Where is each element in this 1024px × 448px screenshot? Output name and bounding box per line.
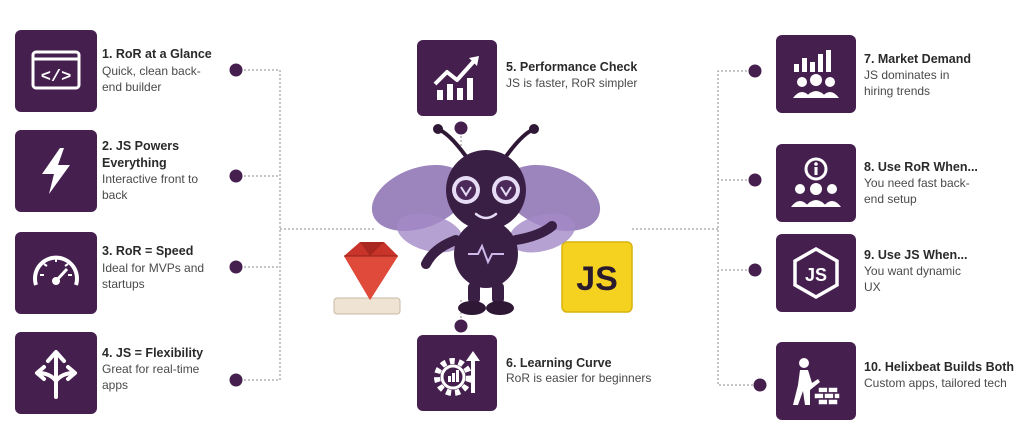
item-6-icon-box (417, 335, 497, 411)
svg-text:</>: </> (41, 68, 72, 87)
item-3-dot (229, 260, 243, 274)
market-people-icon (793, 50, 839, 98)
item-5-desc: JS is faster, RoR simpler (506, 76, 638, 90)
item-8-desc: You need fast back-end setup (864, 176, 970, 206)
item-7-icon-box (776, 35, 856, 113)
gear-arrow-icon (434, 351, 480, 396)
item-3-icon-box (15, 232, 97, 314)
item-7-title: 7. Market Demand (864, 52, 971, 66)
item-8-icon-box (776, 144, 856, 222)
connector-right-bracket (717, 70, 760, 386)
item-5-title: 5. Performance Check (506, 60, 638, 74)
item-10-icon-box (776, 342, 856, 420)
item-3-title: 3. RoR = Speed (102, 244, 194, 258)
item-6-title: 6. Learning Curve (506, 356, 612, 370)
item-1-icon-box: </> (15, 30, 97, 112)
item-4-dot (229, 373, 243, 387)
bee-mascot-illustration: JS (333, 124, 633, 315)
ruby-gem-icon (333, 242, 401, 315)
item-5-dot (454, 121, 468, 135)
item-1-dot (229, 63, 243, 77)
item-1-desc: Quick, clean back-end builder (102, 64, 201, 94)
growth-chart-icon (433, 56, 479, 100)
builder-bricks-icon (793, 358, 841, 406)
item-6-desc: RoR is easier for beginners (506, 371, 652, 385)
item-9-desc: You want dynamic UX (864, 264, 961, 294)
item-10-desc: Custom apps, tailored tech (864, 376, 1007, 390)
js-hexagon-icon: JS (793, 246, 839, 300)
item-9-dot (748, 263, 762, 277)
item-10-dot (753, 378, 767, 392)
item-7-dot (748, 64, 762, 78)
js-block-icon: JS (561, 241, 633, 313)
info-team-icon (791, 157, 841, 207)
svg-text:JS: JS (805, 265, 827, 285)
code-window-icon: </> (31, 50, 81, 90)
item-8-title: 8. Use RoR When... (864, 160, 978, 174)
item-9-title: 9. Use JS When... (864, 248, 968, 262)
speedometer-icon (33, 255, 79, 286)
item-5-icon-box (417, 40, 497, 116)
connector-left-bracket (236, 69, 281, 381)
item-4-icon-box (15, 332, 97, 414)
lightning-icon (42, 148, 70, 194)
item-3-desc: Ideal for MVPs and startups (102, 261, 205, 291)
split-arrows-icon (35, 350, 77, 399)
svg-text:JS: JS (576, 260, 618, 298)
item-6-dot (454, 319, 468, 333)
item-2-desc: Interactive front to back (102, 172, 199, 202)
item-7-desc: JS dominates in hiring trends (864, 68, 950, 98)
item-10-title: 10. Helixbeat Builds Both (864, 360, 1015, 374)
item-2-icon-box (15, 130, 97, 212)
item-8-dot (748, 173, 762, 187)
item-4-title: 4. JS = Flexibility (102, 346, 204, 360)
item-2-dot (229, 169, 243, 183)
item-2-title: 2. JS Powers Everything (102, 139, 180, 170)
item-9-icon-box: JS (776, 234, 856, 312)
item-1-title: 1. RoR at a Glance (102, 47, 212, 61)
item-4-desc: Great for real-time apps (102, 362, 200, 392)
